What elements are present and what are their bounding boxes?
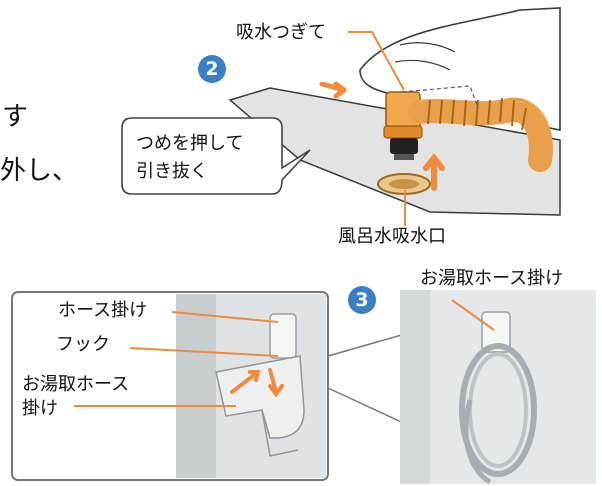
coiled-hose-icon — [459, 343, 537, 477]
hook-inset-illustration — [11, 290, 596, 485]
hook-label: フック — [56, 334, 110, 355]
hanger-bracket-icon — [481, 311, 511, 353]
callout-line-2: 引き抜く — [136, 161, 208, 182]
hose-hanger-label: ホース掛け — [58, 300, 148, 321]
callout-line-1: つめを押して — [136, 133, 244, 154]
callout-bubble — [121, 117, 311, 195]
push-arrow-icon — [319, 81, 347, 99]
joint-label: 吸水つぎて — [236, 22, 326, 43]
photo-right-label: お湯取ホース掛け — [420, 268, 564, 289]
hot-hose-hanger-label-line-1: お湯取ホース — [22, 374, 130, 395]
hook-body-icon — [215, 355, 305, 439]
pull-arrow-icon — [423, 153, 445, 191]
step-2-badge: 2 — [198, 55, 226, 83]
left-text-line-1: す — [2, 102, 29, 132]
hose-icon — [408, 97, 553, 172]
left-text-line-2: 外し、 — [0, 156, 79, 186]
hose-hanger-plate-icon — [269, 313, 297, 359]
step-3-badge: 3 — [348, 286, 376, 314]
bath-inlet-illustration — [121, 7, 561, 226]
hook-arrow-icon — [230, 370, 261, 394]
hot-hose-hanger-label-line-2: 掛け — [22, 398, 58, 419]
inlet-label: 風呂水吸水口 — [338, 226, 446, 247]
